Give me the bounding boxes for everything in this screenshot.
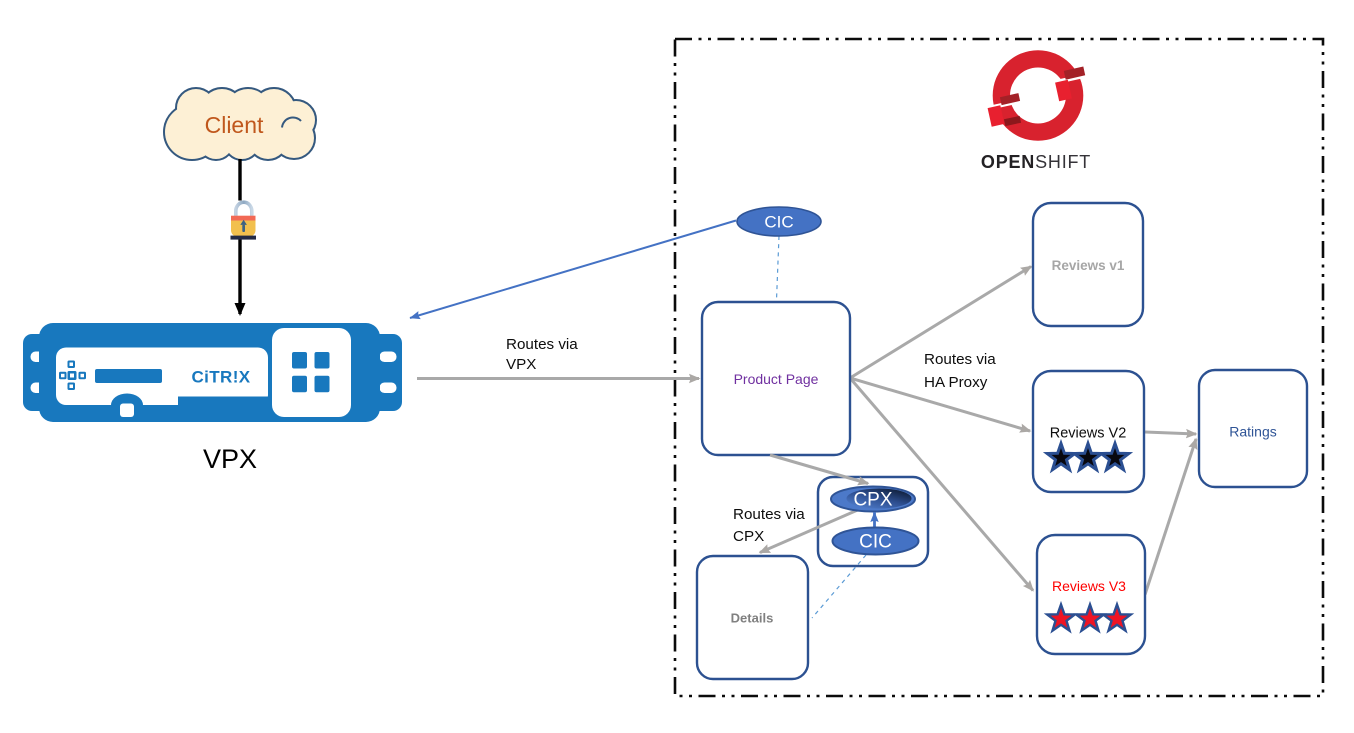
- svg-text:Routes via: Routes via: [506, 336, 578, 353]
- svg-text:CIC: CIC: [859, 532, 892, 553]
- svg-text:CIC: CIC: [764, 213, 793, 232]
- svg-text:Reviews V3: Reviews V3: [1052, 578, 1126, 594]
- svg-text:VPX: VPX: [203, 444, 257, 474]
- svg-text:VPX: VPX: [506, 356, 536, 373]
- svg-text:CiTR!X: CiTR!X: [191, 368, 250, 387]
- svg-text:Client: Client: [205, 112, 264, 138]
- svg-text:Details: Details: [731, 611, 774, 626]
- svg-text:Routes via: Routes via: [733, 506, 805, 523]
- svg-text:CPX: CPX: [853, 490, 892, 511]
- svg-text:OPENSHIFT: OPENSHIFT: [981, 152, 1091, 172]
- svg-text:Ratings: Ratings: [1229, 424, 1276, 440]
- svg-text:HA Proxy: HA Proxy: [924, 374, 988, 391]
- svg-text:Product Page: Product Page: [734, 371, 819, 387]
- svg-text:Reviews v1: Reviews v1: [1052, 258, 1125, 273]
- svg-text:Reviews V2: Reviews V2: [1050, 426, 1127, 442]
- svg-text:CPX: CPX: [733, 528, 764, 545]
- svg-text:Routes via: Routes via: [924, 351, 996, 368]
